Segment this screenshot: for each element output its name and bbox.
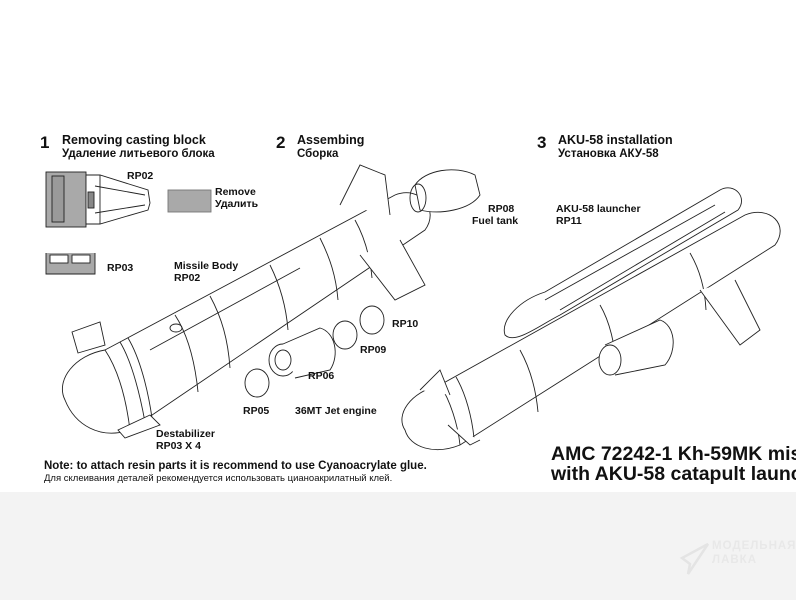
- jet-engine-label: 36MT Jet engine: [295, 405, 377, 417]
- rp10-label: RP10: [392, 318, 419, 330]
- casting-block-drawing: [45, 171, 151, 228]
- missile-body-code: RP02: [174, 272, 201, 284]
- footer-band: [0, 492, 796, 600]
- glue-note: Note: to attach resin parts it is recomm…: [44, 460, 427, 472]
- fuel-tank-part-drawing: [409, 169, 481, 213]
- casting-part-label: RP02: [127, 170, 154, 182]
- step-2-number: 2: [276, 133, 286, 152]
- rp09-label: RP09: [360, 344, 387, 356]
- launcher-label: AKU-58 launcher: [556, 203, 641, 215]
- rp05-label: RP05: [243, 405, 270, 417]
- step-3-title-ru: Установка АКУ-58: [558, 148, 659, 160]
- step-3-title: AKU-58 installation: [558, 133, 673, 147]
- watermark-logo-icon: [679, 542, 710, 575]
- watermark-line-1: МОДЕЛЬНАЯ: [712, 540, 796, 552]
- assembled-missile-drawing: [401, 211, 781, 451]
- aku58-launcher-drawing: [503, 187, 742, 339]
- rp03-label: RP03: [107, 262, 134, 274]
- step-1-number: 1: [40, 133, 50, 152]
- missile-body-label: Missile Body: [174, 260, 239, 272]
- step-3-number: 3: [537, 133, 547, 152]
- product-title-line-1: AMC 72242-1 Kh-59MK missile: [551, 443, 796, 465]
- watermark-line-2: ЛАВКА: [712, 553, 758, 566]
- rp03-part-drawing: [45, 253, 96, 275]
- destabilizer-code: RP03 X 4: [156, 440, 201, 452]
- jet-engine-parts-drawing: [244, 305, 385, 398]
- rp06-label: RP06: [308, 370, 335, 382]
- step-1-title: Removing casting block: [62, 133, 206, 147]
- launcher-code: RP11: [556, 215, 582, 227]
- missile-body-drawing: [61, 192, 431, 434]
- destabilizer-label: Destabilizer: [156, 428, 215, 440]
- destabilizer-drawing: [71, 321, 161, 439]
- product-title-line-2: with AKU-58 catapult launcher: [551, 463, 796, 485]
- remove-label-ru: Удалить: [215, 198, 259, 210]
- fuel-tank-label: Fuel tank: [472, 215, 519, 227]
- step-1-title-ru: Удаление литьевого блока: [62, 148, 215, 160]
- watermark: МОДЕЛЬНАЯ ЛАВКА: [712, 540, 796, 568]
- glue-note-ru: Для склеивания деталей рекомендуется исп…: [44, 473, 393, 484]
- missile-wings-drawing: [339, 164, 426, 301]
- remove-swatch: [167, 189, 212, 213]
- step-2-title-ru: Сборка: [297, 148, 339, 160]
- step-2-title: Assembing: [297, 133, 365, 147]
- remove-label: Remove: [215, 186, 256, 198]
- rp08-label: RP08: [488, 203, 515, 215]
- assembled-engine-drawing: [598, 319, 674, 376]
